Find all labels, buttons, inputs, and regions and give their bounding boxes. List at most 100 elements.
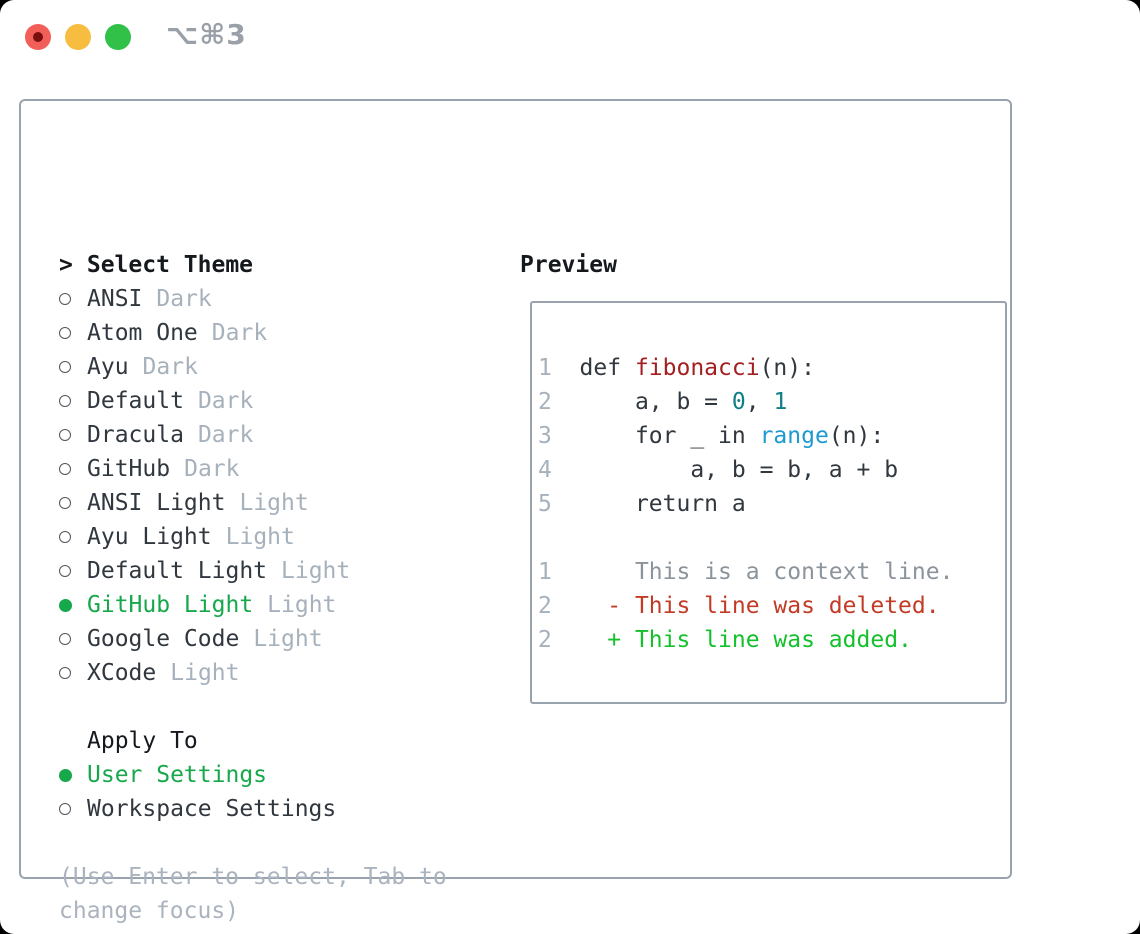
- code-line: 1 def fibonacci(n):: [538, 351, 1005, 385]
- theme-variant-tag: Dark: [211, 320, 268, 346]
- code-line: 2 a, b = 0, 1: [538, 385, 1005, 419]
- code-token-num: 1: [538, 355, 580, 381]
- help-line-1: (Use Enter to select, Tab to: [59, 864, 447, 890]
- theme-variant-tag: Light: [225, 524, 295, 550]
- help-line-2: change focus): [59, 898, 240, 924]
- radio-unselected-icon: [59, 531, 71, 543]
- code-token-lit: 0: [731, 389, 746, 415]
- code-token-num: 1: [538, 559, 635, 585]
- code-token-plain: a, b =: [634, 389, 732, 415]
- zoom-button[interactable]: [105, 24, 131, 50]
- theme-variant-tag: Dark: [197, 422, 254, 448]
- code-token-num: 3: [538, 423, 635, 449]
- code-token-add: + This line was added.: [607, 627, 912, 653]
- theme-variant-tag: Dark: [142, 354, 198, 380]
- code-token-plain: for _ in: [634, 423, 760, 449]
- theme-option-ayu-light[interactable]: Ayu Light Light: [59, 520, 350, 554]
- theme-variant-tag: Dark: [197, 388, 254, 414]
- code-line: 3 for _ in range(n):: [538, 419, 1005, 453]
- radio-unselected-icon: [59, 327, 71, 339]
- code-token-plain: return a: [634, 491, 746, 517]
- code-token-context: This is a context line.: [634, 559, 954, 585]
- code-line: 2 + This line was added.: [538, 623, 1005, 657]
- prompt-caret: >: [59, 252, 73, 278]
- theme-variant-tag: Light: [170, 660, 240, 686]
- code-line: [538, 521, 1005, 555]
- radio-unselected-icon: [59, 395, 71, 407]
- theme-name: Google Code: [87, 626, 240, 652]
- preview-heading: Preview: [520, 252, 617, 278]
- theme-name: GitHub: [87, 456, 171, 482]
- close-button[interactable]: [25, 24, 51, 50]
- code-token-lit: 1: [773, 389, 788, 415]
- select-theme-heading: >Select Theme: [59, 248, 350, 282]
- radio-unselected-icon: [59, 565, 71, 577]
- theme-option-default[interactable]: Default Dark: [59, 384, 350, 418]
- theme-name: Ayu Light: [87, 524, 212, 550]
- theme-variant-tag: Dark: [184, 456, 240, 482]
- code-line: 2 - This line was deleted.: [538, 589, 1005, 623]
- theme-option-ayu[interactable]: Ayu Dark: [59, 350, 350, 384]
- code-token-num: 2: [538, 627, 608, 653]
- radio-unselected-icon: [59, 497, 71, 509]
- code-token-builtin: range: [759, 423, 829, 449]
- radio-unselected-icon: [59, 429, 71, 441]
- theme-variant-tag: Light: [267, 592, 337, 618]
- theme-option-github[interactable]: GitHub Dark: [59, 452, 350, 486]
- radio-unselected-icon: [59, 803, 71, 815]
- theme-name: GitHub Light: [87, 592, 254, 618]
- theme-option-google-code[interactable]: Google Code Light: [59, 622, 350, 656]
- window-controls: [25, 24, 131, 50]
- code-token-num: 5: [538, 491, 635, 517]
- radio-selected-icon: [59, 768, 72, 782]
- theme-name: Dracula: [87, 422, 184, 448]
- theme-name: Default: [87, 388, 184, 414]
- code-token-plain: ,: [745, 389, 774, 415]
- keyboard-shortcut-label: ⌥⌘3: [166, 18, 247, 51]
- code-line: 5 return a: [538, 487, 1005, 521]
- radio-unselected-icon: [59, 361, 71, 373]
- radio-selected-icon: [59, 598, 72, 612]
- radio-unselected-icon: [59, 667, 71, 679]
- theme-variant-tag: Light: [239, 490, 309, 516]
- code-token-num: 4: [538, 457, 691, 483]
- close-dot-icon: [33, 32, 43, 42]
- code-token-num: 2: [538, 593, 608, 619]
- theme-option-atom-one[interactable]: Atom One Dark: [59, 316, 350, 350]
- apply-option-label: User Settings: [87, 762, 268, 788]
- code-token-plain: a, b = b, a + b: [690, 457, 899, 483]
- code-line: 4 a, b = b, a + b: [538, 453, 1005, 487]
- help-text: (Use Enter to select, Tab to change focu…: [59, 860, 447, 928]
- theme-variant-tag: Light: [281, 558, 351, 584]
- apply-option-workspace-settings[interactable]: Workspace Settings: [59, 792, 336, 826]
- theme-option-dracula[interactable]: Dracula Dark: [59, 418, 350, 452]
- code-token-num: 2: [538, 389, 635, 415]
- code-token-del: - This line was deleted.: [607, 593, 940, 619]
- code-line: 1 This is a context line.: [538, 555, 1005, 589]
- theme-variant-tag: Light: [253, 626, 323, 652]
- theme-name: XCode: [87, 660, 157, 686]
- theme-name: Atom One: [87, 320, 198, 346]
- theme-option-github-light[interactable]: GitHub Light Light: [59, 588, 350, 622]
- code-token-plain: def: [579, 355, 635, 381]
- theme-variant-tag: Dark: [156, 286, 212, 312]
- radio-unselected-icon: [59, 293, 71, 305]
- theme-option-xcode[interactable]: XCode Light: [59, 656, 350, 690]
- radio-unselected-icon: [59, 633, 71, 645]
- code-token-func: fibonacci: [634, 355, 760, 381]
- minimize-button[interactable]: [65, 24, 91, 50]
- code-token-plain: (n):: [828, 423, 885, 449]
- theme-name: Ayu: [87, 354, 129, 380]
- apply-option-user-settings[interactable]: User Settings: [59, 758, 336, 792]
